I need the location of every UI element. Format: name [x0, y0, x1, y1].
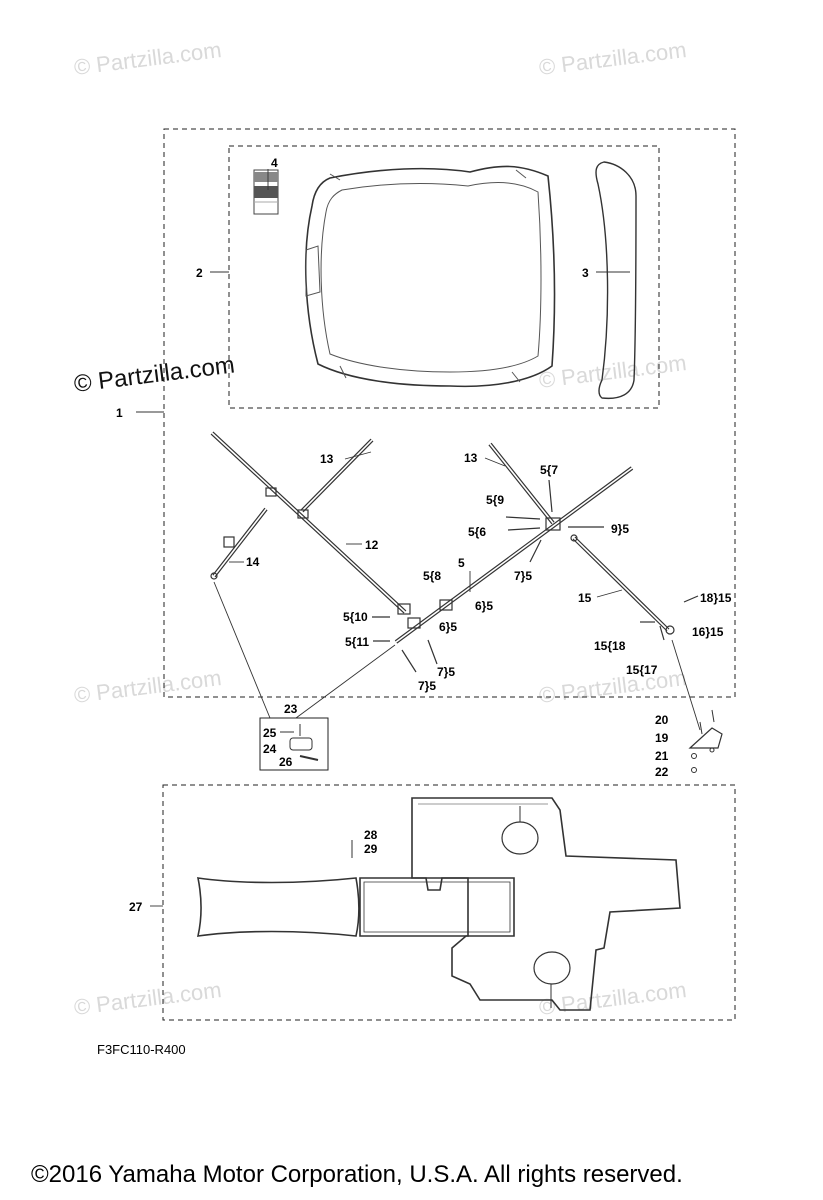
callout-24: 24: [263, 742, 277, 756]
callout-22: 22: [655, 765, 669, 779]
callout-15-18: 15{18: [594, 639, 626, 653]
watermark: © Partzilla.com: [73, 665, 223, 708]
frame-tubes: [210, 431, 675, 644]
assembly-box-27: [162, 784, 736, 1021]
callout-5: 5: [458, 556, 465, 570]
watermark: © Partzilla.com: [538, 37, 688, 80]
callout-5-8: 5{8: [423, 569, 441, 583]
callout-5-10: 5{10: [343, 610, 368, 624]
callout-21: 21: [655, 749, 669, 763]
callout-23: 23: [284, 702, 298, 716]
callout-7-5-mid: 7}5: [437, 665, 455, 679]
callout-13-right: 13: [464, 451, 478, 465]
callout-7-5-low: 7}5: [418, 679, 436, 693]
deck-hinge-hardware: [688, 709, 723, 773]
watermark: © Partzilla.com: [73, 37, 223, 80]
diagram-code: F3FC110-R400: [97, 1042, 186, 1057]
mooring-cover-part: [150, 797, 681, 1011]
callout-29: 29: [364, 842, 378, 856]
callout-9-5: 9}5: [611, 522, 629, 536]
label-sticker-part: [253, 169, 279, 215]
assembly-box-1: [163, 128, 736, 698]
callout-2: 2: [196, 266, 203, 280]
callout-3: 3: [582, 266, 589, 280]
copyright-footer: ©2016 Yamaha Motor Corporation, U.S.A. A…: [31, 1161, 683, 1188]
callout-labels: 1 2 3 4 13 12 14 13 5{7 5{9 5{6 9}5 7}5 …: [116, 156, 732, 914]
callout-25: 25: [263, 726, 277, 740]
hardware-bolts: [372, 479, 699, 673]
callout-16-15: 16}15: [692, 625, 724, 639]
callout-7-5-top: 7}5: [514, 569, 532, 583]
leader-lines: [136, 169, 701, 731]
callout-5-7: 5{7: [540, 463, 558, 477]
boot-cover-part: [595, 161, 637, 400]
callout-27: 27: [129, 900, 143, 914]
callout-12: 12: [365, 538, 379, 552]
callout-1: 1: [116, 406, 123, 420]
callout-20: 20: [655, 713, 669, 727]
callout-5-9: 5{9: [486, 493, 504, 507]
callout-5-6: 5{6: [468, 525, 486, 539]
callout-6-5-upper: 6}5: [475, 599, 493, 613]
callout-15: 15: [578, 591, 592, 605]
assembly-box-2: [228, 145, 660, 409]
callout-18-15: 18}15: [700, 591, 732, 605]
watermarks: © Partzilla.com © Partzilla.com © Partzi…: [72, 37, 687, 1020]
watermark: © Partzilla.com: [538, 350, 688, 393]
callout-15-17: 15{17: [626, 663, 658, 677]
callout-6-5-lower: 6}5: [439, 620, 457, 634]
callout-4: 4: [271, 156, 278, 170]
callout-28: 28: [364, 828, 378, 842]
watermark: © Partzilla.com: [73, 977, 223, 1020]
watermark: © Partzilla.com: [538, 977, 688, 1020]
callout-26: 26: [279, 755, 293, 769]
callout-19: 19: [655, 731, 669, 745]
watermark-strong: © Partzilla.com: [72, 351, 236, 398]
hinge-bracket-kit-part: [259, 717, 329, 771]
watermark: © Partzilla.com: [538, 665, 688, 708]
callout-5-11: 5{11: [345, 635, 369, 649]
callout-13-left: 13: [320, 452, 334, 466]
bimini-top-canvas-part: [304, 165, 556, 388]
callout-14: 14: [246, 555, 260, 569]
